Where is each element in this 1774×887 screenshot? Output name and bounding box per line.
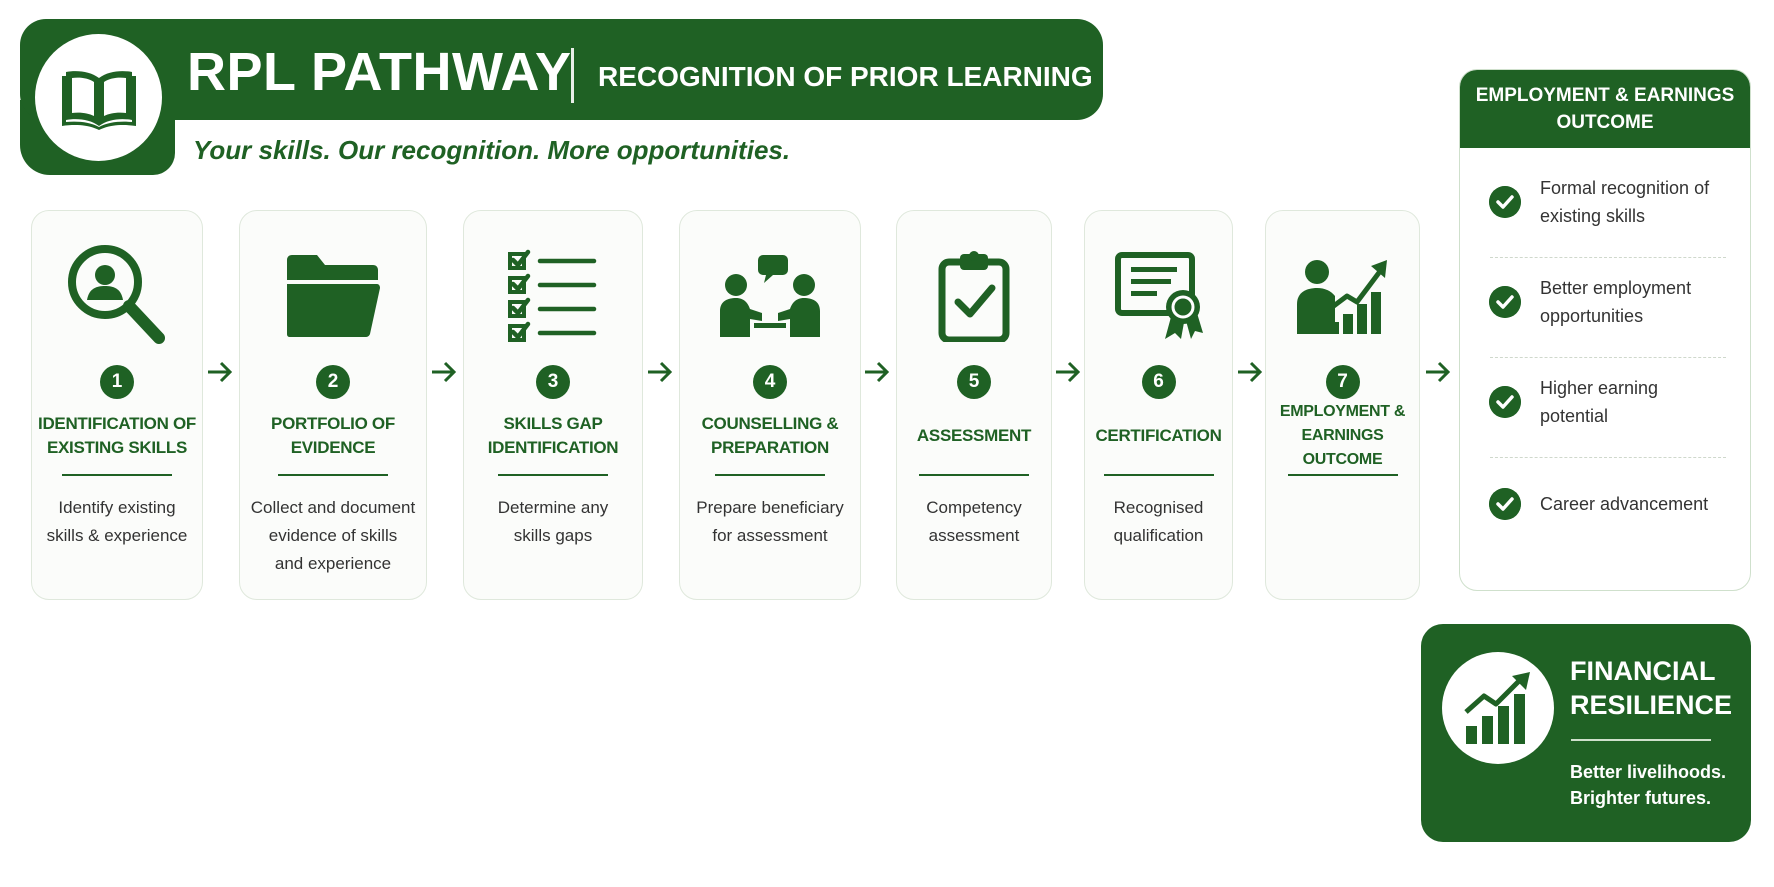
check-circle-icon [1489,286,1521,318]
step-number: 1 [100,365,134,399]
arrow-right-icon [1056,361,1081,383]
step-card-4: 4 COUNSELLING &PREPARATION Prepare benef… [679,210,861,600]
page-subtitle: RECOGNITION OF PRIOR LEARNING [598,61,1093,92]
arrow-right-icon [432,361,457,383]
certificate-icon [1114,252,1203,339]
open-book-icon [61,70,136,130]
step-divider [278,474,388,476]
step-number: 5 [957,365,991,399]
step-title: CERTIFICATION [1095,426,1222,445]
check-circle-icon [1489,386,1521,418]
step-divider [1287,474,1398,476]
header-banner [20,19,1103,120]
magnifier-person-icon [68,245,165,344]
step-divider [1103,474,1214,476]
step-number: 4 [753,365,787,399]
folder-icon [287,255,380,337]
check-circle-icon [1489,488,1521,520]
financial-text: Better livelihoods.Brighter futures. [1570,762,1727,808]
arrow-right-icon [865,361,890,383]
step-title: COUNSELLING &PREPARATION [701,414,839,457]
page-title: RPL PATHWAY [187,42,572,102]
outcome-separator [1490,457,1726,458]
step-title: EMPLOYMENT &EARNINGS OUTCOME [1279,403,1406,468]
check-circle-icon [1489,186,1521,218]
step-divider [715,474,825,476]
step-divider [919,474,1029,476]
step-divider [498,474,608,476]
logo-badge [35,34,162,161]
step-number: 2 [316,365,350,399]
checklist-icon [508,249,597,342]
clipboard-check-icon [938,251,1010,342]
person-growth-chart-icon [1296,260,1387,334]
title-divider [571,48,574,103]
step-card-7: 7 EMPLOYMENT &EARNINGS OUTCOME [1265,210,1420,600]
step-number: 3 [536,365,570,399]
arrow-right-icon [648,361,673,383]
step-divider [62,474,172,476]
outcome-separator [1490,257,1726,258]
step-title: ASSESSMENT [916,426,1032,445]
arrow-right-icon [1238,361,1263,383]
arrow-right-icon [1426,361,1451,383]
counselling-people-icon [720,255,820,337]
financial-divider [1571,739,1711,741]
tagline: Your skills. Our recognition. More oppor… [193,135,791,165]
outcome-item: Career advancement [1460,480,1750,580]
bar-chart-growth-icon [1464,672,1530,744]
arrow-right-icon [208,361,233,383]
outcome-separator [1490,357,1726,358]
step-number: 7 [1325,365,1360,399]
step-number: 6 [1141,365,1176,399]
outcome-text: Career advancement [1540,494,1709,514]
